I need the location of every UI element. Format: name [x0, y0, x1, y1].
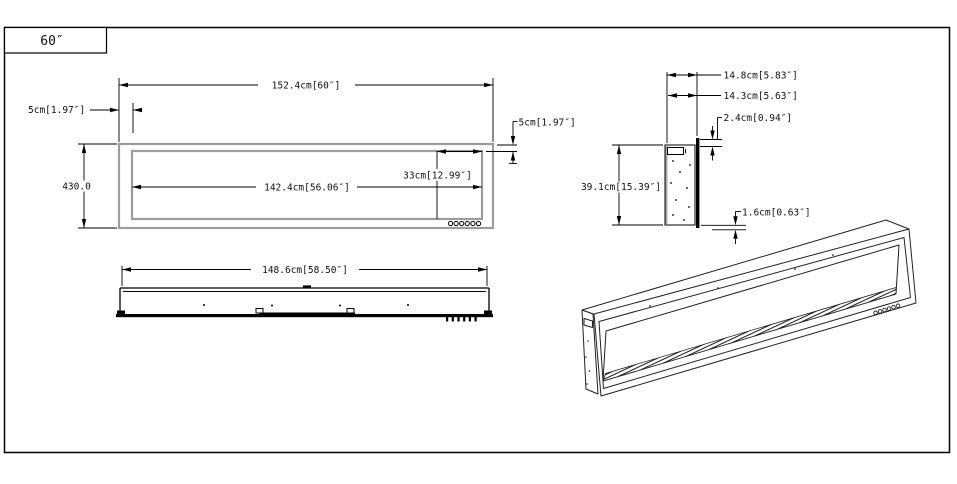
- persp-frame-screws: [649, 254, 834, 307]
- bottom-control-dashes: [446, 317, 477, 322]
- persp-control-buttons: [873, 303, 901, 316]
- dim-side-depths: 14.8cm[5.83″] 14.3cm[5.63″]: [666, 71, 798, 143]
- dim-front-overall-height: 430.0: [61, 143, 117, 229]
- dim-front-overall-height-label: 430.0: [62, 182, 91, 193]
- dim-side-height: 39.1cm[15.39″]: [581, 144, 663, 226]
- dim-side-top-reveal-label: 2.4cm[0.94″]: [724, 113, 793, 124]
- side-body: [664, 144, 696, 226]
- side-front-panel: [696, 138, 700, 228]
- dim-front-viewing-width-label: 142.4cm[56.06″]: [264, 183, 350, 194]
- dim-front-top-inset-label: 5cm[1.97″]: [519, 118, 576, 129]
- dim-front-overall-width-label: 152.4cm[60″]: [272, 81, 341, 92]
- dim-front-top-inset: 5cm[1.97″]: [486, 118, 576, 164]
- dim-side-height-label: 39.1cm[15.39″]: [581, 182, 661, 193]
- persp-left-face: [581, 309, 599, 395]
- perspective-view: [581, 219, 917, 397]
- bottom-view: [116, 285, 493, 322]
- dim-front-left-inset: 5cm[1.97″]: [28, 103, 142, 133]
- dim-front-control-width: 33cm[12.99″]: [399, 149, 482, 182]
- dim-side-overall-depth-label: 14.8cm[5.83″]: [724, 71, 798, 82]
- dim-side-bottom-flange: 1.6cm[0.63″]: [701, 208, 811, 244]
- sheet-border: 60″: [3, 26, 951, 454]
- side-view: [664, 138, 700, 228]
- dim-side-bottom-flange-label: 1.6cm[0.63″]: [742, 208, 811, 219]
- persp-side-screws: [585, 340, 591, 385]
- dim-front-viewing-width: 142.4cm[56.06″]: [132, 181, 482, 194]
- side-screw-dots: [670, 160, 691, 221]
- dim-side-top-reveal: 2.4cm[0.94″]: [700, 113, 792, 161]
- front-control-buttons: [447, 220, 482, 227]
- side-junction-box: [667, 147, 684, 155]
- bottom-screw-holes: [203, 304, 409, 307]
- dim-front-left-inset-label: 5cm[1.97″]: [28, 105, 85, 116]
- dim-front-control-width-label: 33cm[12.99″]: [403, 171, 472, 182]
- dim-front-overall-width: 152.4cm[60″]: [118, 78, 494, 142]
- bottom-flange: [116, 314, 493, 318]
- dim-bottom-cutout-width: 148.6cm[58.50″]: [121, 263, 488, 286]
- persp-ember-strip: [602, 286, 897, 382]
- dim-bottom-cutout-width-label: 148.6cm[58.50″]: [262, 265, 348, 276]
- persp-junction-box: [583, 318, 593, 328]
- dim-side-recess-depth-label: 14.3cm[5.63″]: [724, 91, 798, 102]
- bottom-rail: [259, 312, 355, 315]
- title-size-label: 60″: [40, 34, 63, 49]
